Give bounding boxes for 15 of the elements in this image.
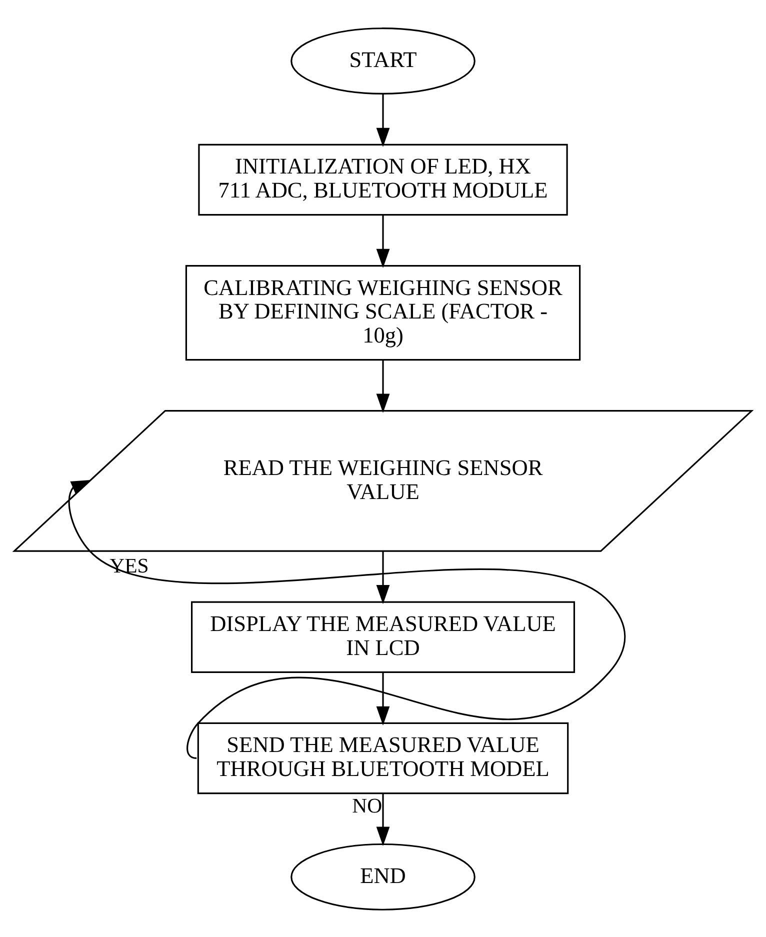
arrow <box>376 793 390 846</box>
arrow <box>376 550 390 604</box>
edge-label: NO <box>352 795 382 818</box>
arrow <box>376 94 390 147</box>
node-box: INITIALIZATION OF LED, HX 711 ADC, BLUETOOTH MODULE <box>198 143 568 216</box>
arrow <box>376 214 390 268</box>
edge-label: YES <box>110 555 149 578</box>
node-ellipse: END <box>290 842 476 910</box>
arrow <box>68 480 626 758</box>
node-ellipse: START <box>290 27 476 94</box>
arrow <box>376 672 390 725</box>
node-box: SEND THE MEASURED VALUE THROUGH BLUETOOTH MODEL <box>197 722 569 794</box>
arrow <box>376 359 390 412</box>
node-box: DISPLAY THE MEASURED VALUE IN LCD <box>190 600 576 672</box>
node-box: CALIBRATING WEIGHING SENSOR BY DEFINING SCALE (FACTOR - 10g) <box>185 264 581 360</box>
